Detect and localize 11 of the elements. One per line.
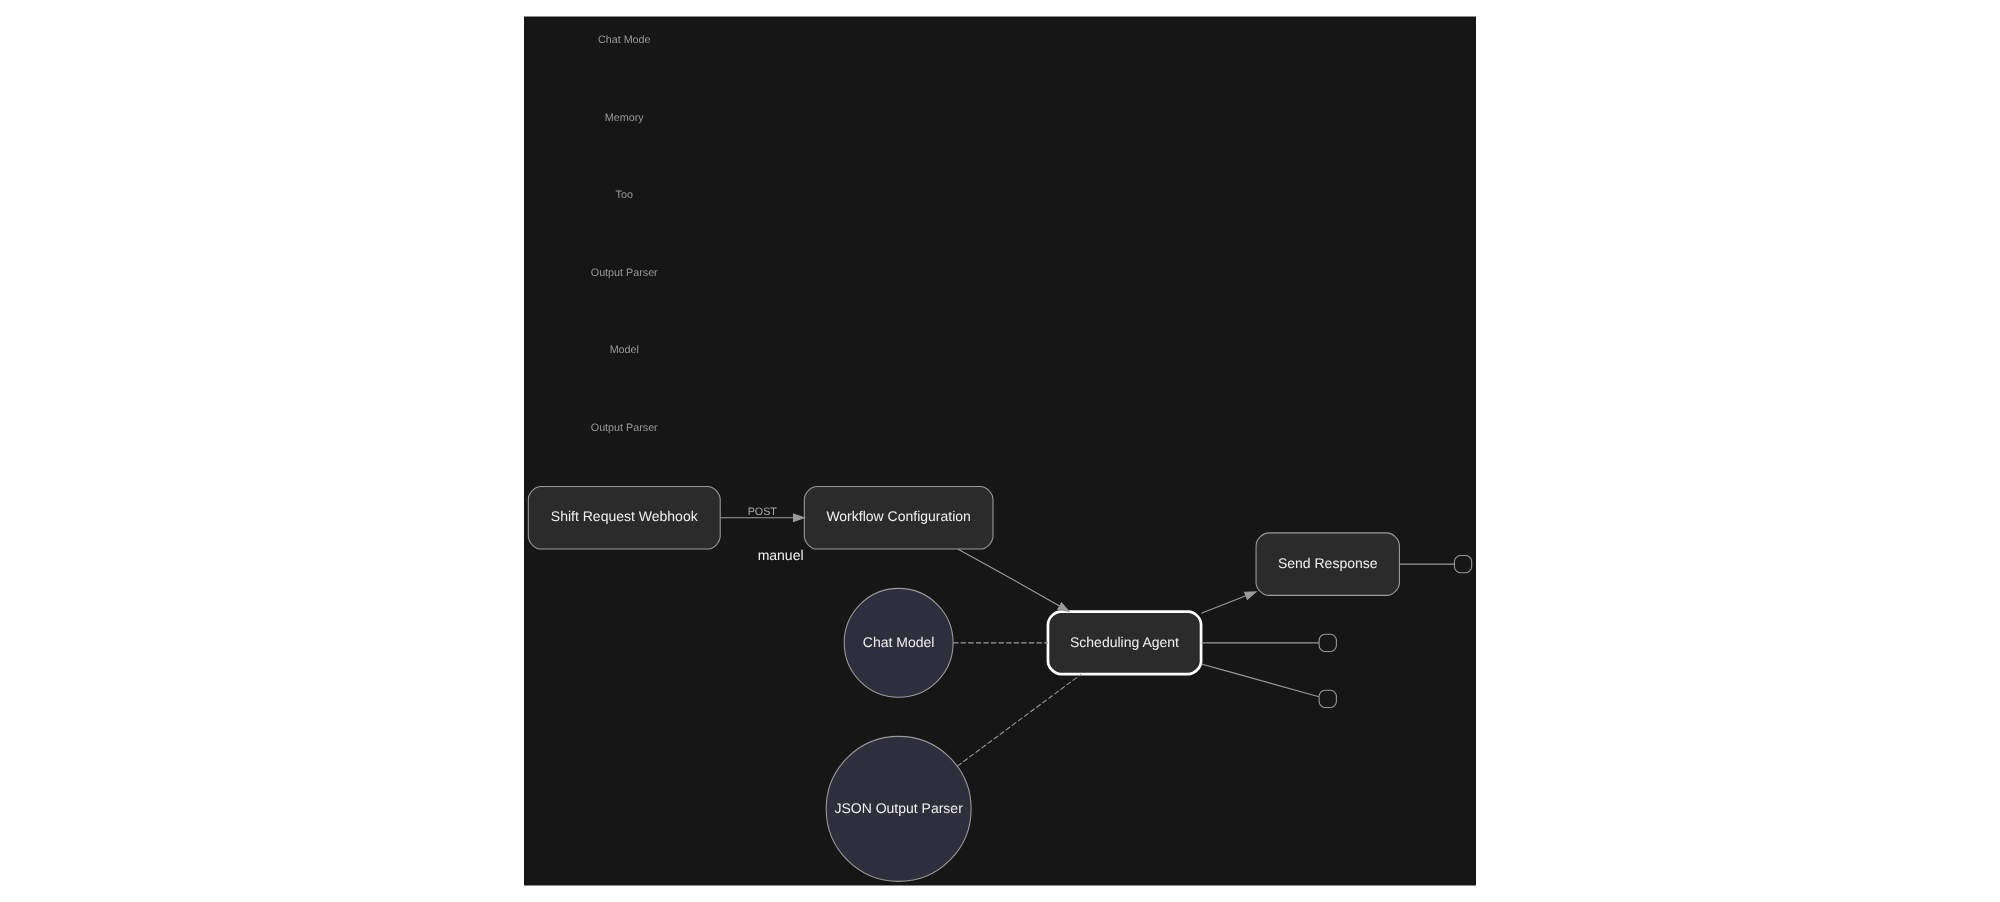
connector: [956, 673, 1082, 767]
node-box: [1318, 689, 1337, 709]
node-box: [1318, 633, 1337, 652]
arrow: [1200, 591, 1258, 614]
node-box: [1453, 555, 1473, 574]
connector: [1399, 563, 1455, 565]
connector: [1200, 642, 1320, 644]
arrow: [720, 513, 806, 523]
arrow: [957, 548, 1071, 613]
connector: [1200, 663, 1320, 698]
connector: [952, 642, 1049, 644]
